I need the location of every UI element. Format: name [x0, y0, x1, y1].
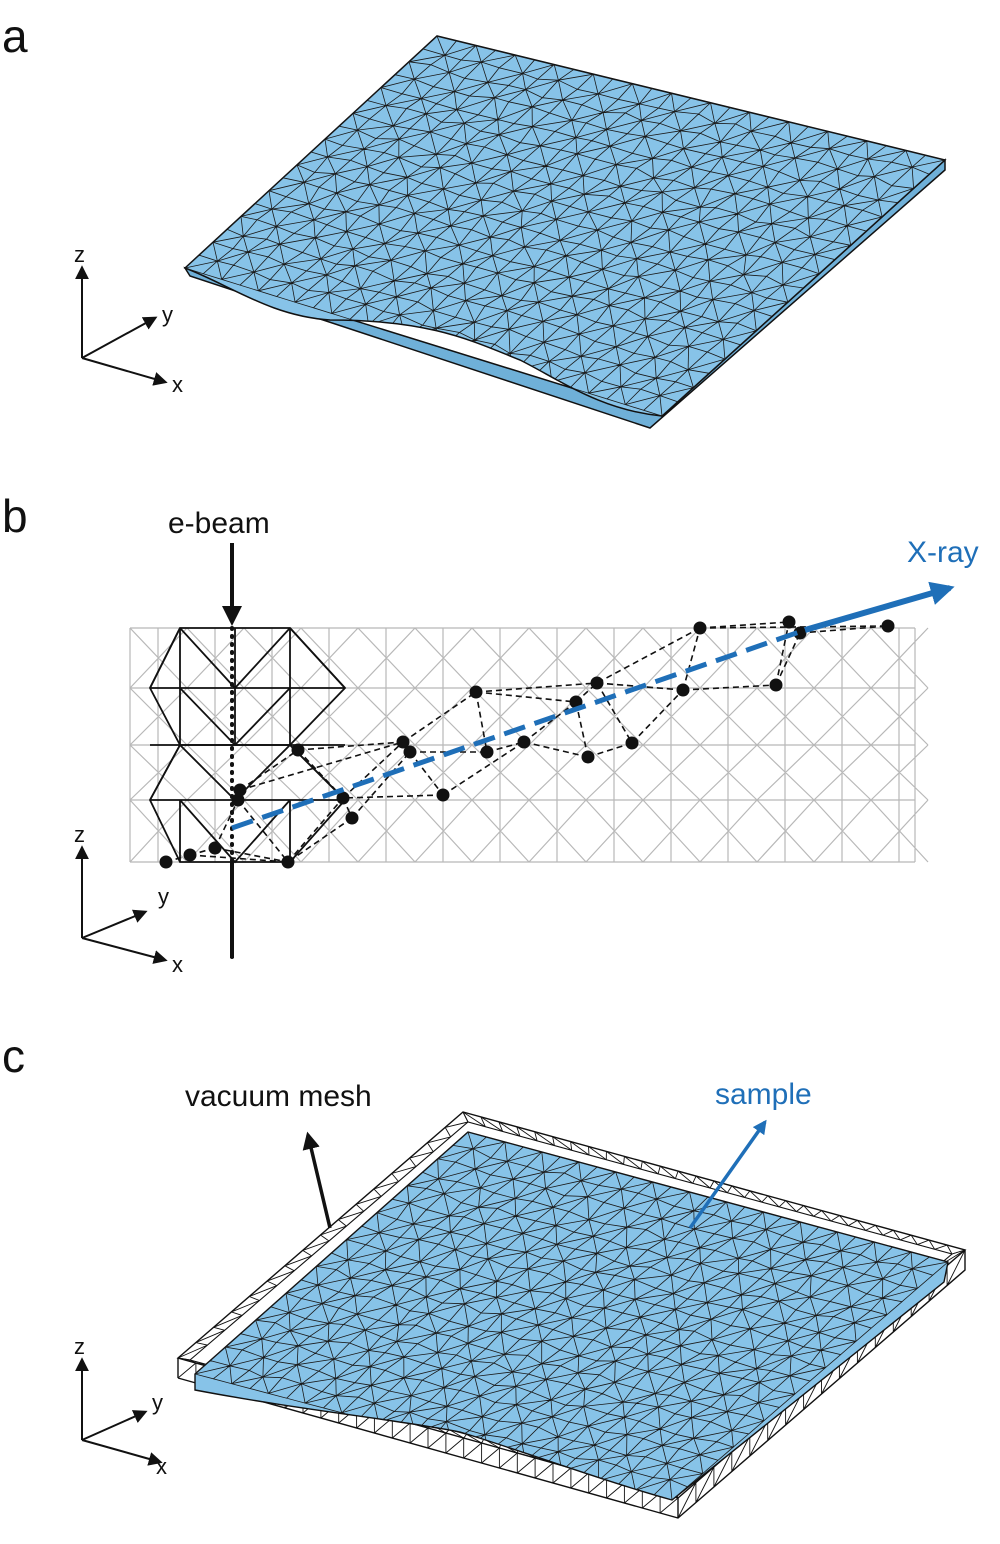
mesh-node	[569, 695, 583, 709]
sample-label: sample	[715, 1078, 812, 1111]
mesh-node	[782, 615, 796, 629]
mesh-node	[231, 793, 245, 807]
mesh-node	[881, 619, 895, 633]
mesh-node	[281, 855, 295, 869]
mesh-node	[436, 788, 450, 802]
mesh-node	[676, 683, 690, 697]
mesh-node	[480, 745, 494, 759]
ebeam-label: e-beam	[168, 507, 270, 540]
mesh-node	[581, 750, 595, 764]
panel-c-label: c	[2, 1030, 25, 1082]
mesh-node	[396, 735, 410, 749]
mesh-node	[345, 811, 359, 825]
panel-c-tetra-mesh	[195, 1132, 948, 1500]
axis-x-label: x	[172, 372, 183, 397]
mesh-node	[693, 621, 707, 635]
panel-a-sample-slab	[183, 35, 947, 429]
vacuum-mesh-label: vacuum mesh	[185, 1080, 372, 1113]
panel-b-axes: z y x	[74, 822, 183, 977]
mesh-node	[625, 736, 639, 750]
panel-b-xray: X-ray	[231, 536, 979, 831]
mesh-node	[590, 676, 604, 690]
axis-x-label: x	[156, 1454, 167, 1479]
axis-y-label: y	[152, 1390, 163, 1415]
mesh-node	[336, 791, 350, 805]
axis-x-label: x	[172, 952, 183, 977]
panel-c-annotations: vacuum mesh sample	[185, 1078, 812, 1230]
panel-b-ebeam: e-beam	[168, 507, 270, 960]
axis-y-label: y	[158, 884, 169, 909]
mesh-node	[208, 841, 222, 855]
mesh-node	[793, 626, 807, 640]
mesh-node	[769, 678, 783, 692]
mesh-node	[159, 855, 173, 869]
panel-a-tetra-mesh	[185, 36, 945, 416]
mesh-node	[233, 783, 247, 797]
axis-y-label: y	[162, 302, 173, 327]
xray-label: X-ray	[907, 536, 979, 569]
panel-a-label: a	[2, 10, 28, 62]
panel-c-sample-slab	[194, 1131, 949, 1501]
panel-c-axes: z y x	[74, 1334, 167, 1479]
mesh-node	[291, 743, 305, 757]
panel-b-beam-region-mesh	[148, 627, 347, 864]
panel-b-xray-path-mesh	[159, 615, 895, 869]
mesh-node	[403, 745, 417, 759]
mesh-node	[183, 848, 197, 862]
axis-z-label: z	[74, 822, 85, 847]
panel-b-label: b	[2, 490, 28, 542]
mesh-node	[469, 685, 483, 699]
axis-z-label: z	[74, 242, 85, 267]
axis-z-label: z	[74, 1334, 85, 1359]
panel-b-background-mesh	[129, 627, 929, 863]
panel-a-axes: z y x	[74, 242, 183, 397]
mesh-node	[517, 735, 531, 749]
